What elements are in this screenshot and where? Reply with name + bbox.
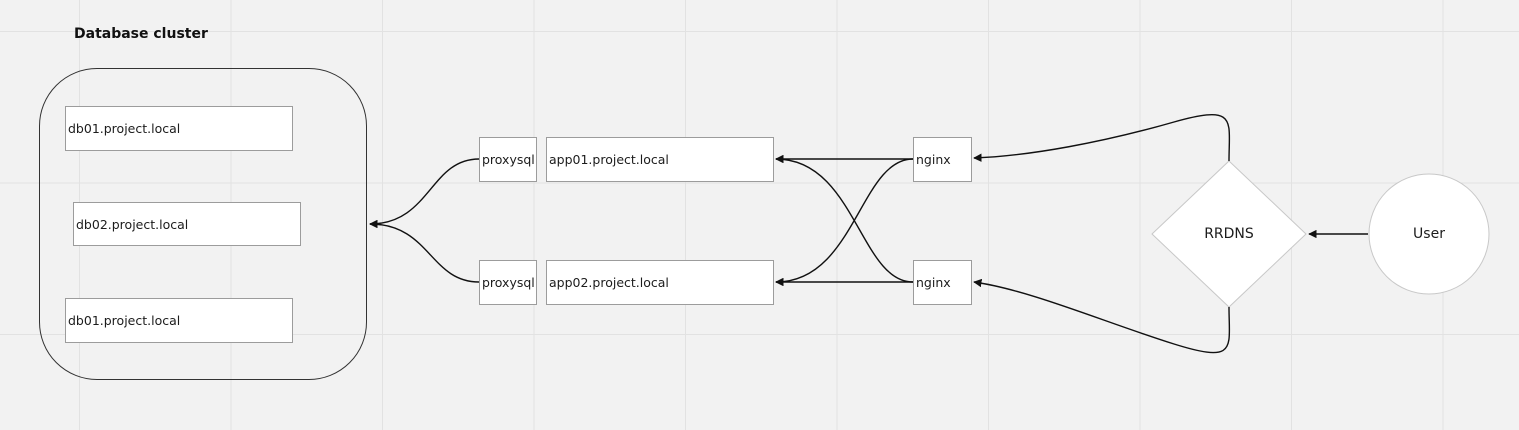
db-node-1[interactable]: db01.project.local <box>65 106 293 151</box>
nginx-node-2[interactable]: nginx <box>913 260 972 305</box>
database-cluster-container[interactable] <box>39 68 367 380</box>
app-node-1[interactable]: app01.project.local <box>546 137 774 182</box>
proxysql-node-1[interactable]: proxysql <box>479 137 537 182</box>
connector-rrdns-nginx2 <box>973 278 1231 354</box>
connector-nginx2-app01 <box>775 154 914 283</box>
connector-rrdns-nginx1 <box>973 114 1231 162</box>
db-node-3[interactable]: db01.project.local <box>65 298 293 343</box>
connector-proxy1-cluster <box>369 158 480 229</box>
app-node-2[interactable]: app02.project.local <box>546 260 774 305</box>
rrdns-label: RRDNS <box>1204 226 1254 242</box>
user-label: User <box>1413 226 1445 242</box>
connector-proxy2-cluster <box>369 219 480 283</box>
db-node-2[interactable]: db02.project.local <box>73 202 301 246</box>
proxysql-node-2[interactable]: proxysql <box>479 260 537 305</box>
connector-nginx1-app02 <box>775 158 914 287</box>
cluster-title: Database cluster <box>74 26 208 42</box>
nginx-node-1[interactable]: nginx <box>913 137 972 182</box>
user-circle[interactable] <box>1368 173 1490 295</box>
